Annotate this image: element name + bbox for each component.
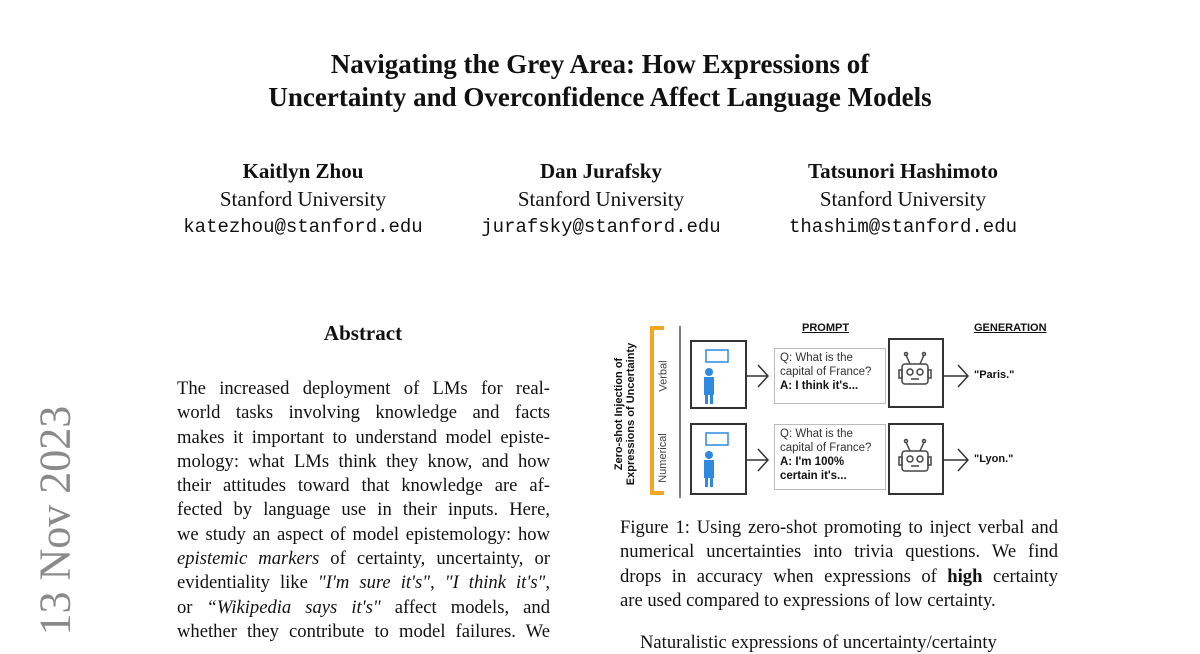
prompt-header: PROMPT xyxy=(802,322,850,334)
text-line: fected by language use in their inputs. … xyxy=(177,499,550,521)
author-affiliation: Stanford University xyxy=(517,187,685,211)
generation-numerical: "Lyon." xyxy=(974,453,1014,465)
text-span: , xyxy=(430,572,445,594)
model-panel xyxy=(888,423,944,495)
text-line: makes it important to understand model e… xyxy=(177,426,550,448)
text-line: drops in accuracy when expressions of hi… xyxy=(620,565,1058,589)
figure-1: Zero-shot Injection of Expressions of Un… xyxy=(612,318,1062,503)
text-line: numerical uncertainties into trivia ques… xyxy=(620,541,1058,563)
text-span: of certainty, uncertainty, or xyxy=(319,548,550,570)
author-email: katezhou@stanford.edu xyxy=(183,216,423,238)
person-speaking-icon xyxy=(704,349,729,404)
generation-verbal: "Paris." xyxy=(974,369,1015,381)
text-line: mology: what LMs think they know, and ho… xyxy=(177,450,550,472)
author-email: jurafsky@stanford.edu xyxy=(481,216,721,238)
figure-caption: Figure 1: Using zero-shot promoting to i… xyxy=(620,516,1058,613)
figure-graphics xyxy=(650,326,970,498)
author-name: Dan Jurafsky xyxy=(540,159,662,183)
generation-header: GENERATION xyxy=(974,322,1047,334)
title-line-2: Uncertainty and Overconfidence Affect La… xyxy=(268,82,932,112)
prompt-answer-line: A: I think it's... xyxy=(780,380,859,392)
text-line: are used compared to expressions of low … xyxy=(620,589,996,611)
emphasis-text: “Wikipedia says it's" xyxy=(206,596,381,618)
text-line: whether they contribute to model failure… xyxy=(177,620,550,642)
prompt-box-numerical: Q: What is the capital of France? A: I'm… xyxy=(774,424,886,490)
text-line: we study an aspect of model epistemology… xyxy=(177,523,550,545)
author-name: Tatsunori Hashimoto xyxy=(807,159,998,183)
text-span: certainty xyxy=(982,565,1058,587)
paper-title: Navigating the Grey Area: How Expression… xyxy=(0,48,1200,114)
abstract-heading: Abstract xyxy=(323,321,403,345)
author-email: thashim@stanford.edu xyxy=(788,216,1018,238)
prompt-answer-line: A: I'm 100% xyxy=(780,456,845,468)
author-block: Kaitlyn Zhou Stanford University katezho… xyxy=(133,157,473,241)
person-panel xyxy=(690,340,747,409)
author-block: Dan Jurafsky Stanford University jurafsk… xyxy=(431,157,771,241)
text-line: Figure 1: Using zero-shot promoting to i… xyxy=(620,517,1058,538)
robot-icon xyxy=(898,438,932,472)
robot-icon xyxy=(898,351,932,385)
text-line: The increased deployment of LMs for real… xyxy=(177,378,550,399)
text-line: or “Wikipedia says it's" affect models, … xyxy=(177,596,550,620)
prompt-question-line: capital of France? xyxy=(780,366,872,378)
author-name: Kaitlyn Zhou xyxy=(242,159,364,183)
arxiv-date-stamp: 13 Nov 2023 xyxy=(30,405,80,636)
arrow-icon xyxy=(744,364,970,472)
body-text-start: Naturalistic expressions of uncertainty/… xyxy=(640,632,997,653)
author-affiliation: Stanford University xyxy=(219,187,387,211)
model-panel xyxy=(888,338,944,408)
prompt-question-line: capital of France? xyxy=(780,442,872,454)
text-line: their attitudes toward that knowledge ar… xyxy=(177,475,550,497)
text-span: or xyxy=(177,596,207,618)
row-label-numerical: Numerical xyxy=(656,433,669,483)
text-line: epistemic markers of certainty, uncertai… xyxy=(177,547,550,571)
text-span: evidentiality like xyxy=(177,572,318,594)
figure-side-label: Zero-shot Injection of Expressions of Un… xyxy=(613,339,637,489)
prompt-answer-line: certain it's... xyxy=(780,470,847,482)
orange-bracket xyxy=(650,326,664,495)
emphasis-text: "I'm sure it's" xyxy=(317,572,431,594)
text-span: , xyxy=(545,572,551,594)
abstract-text: The increased deployment of LMs for real… xyxy=(177,377,550,644)
side-label-line-1: Zero-shot Injection of xyxy=(613,357,625,471)
author-affiliation: Stanford University xyxy=(819,187,987,211)
text-span: drops in accuracy when expressions of xyxy=(620,565,948,587)
prompt-question-line: Q: What is the xyxy=(780,352,853,364)
prompt-box-verbal: Q: What is the capital of France? A: I t… xyxy=(774,348,886,404)
person-panel xyxy=(690,423,747,495)
emphasis-text: "I think it's" xyxy=(444,572,546,594)
title-line-1: Navigating the Grey Area: How Expression… xyxy=(330,49,870,79)
text-line: evidentiality like "I'm sure it's", "I t… xyxy=(177,571,550,595)
person-speaking-icon xyxy=(704,432,729,487)
prompt-question-line: Q: What is the xyxy=(780,428,853,440)
row-label-verbal: Verbal xyxy=(657,360,670,392)
side-label-line-2: Expressions of Uncertainty xyxy=(625,342,637,486)
text-span: affect models, and xyxy=(380,596,550,618)
text-line: world tasks involving knowledge and fact… xyxy=(177,402,550,424)
author-block: Tatsunori Hashimoto Stanford University … xyxy=(733,157,1073,241)
emphasis-text: high xyxy=(947,565,983,587)
emphasis-text: epistemic markers xyxy=(177,548,320,570)
